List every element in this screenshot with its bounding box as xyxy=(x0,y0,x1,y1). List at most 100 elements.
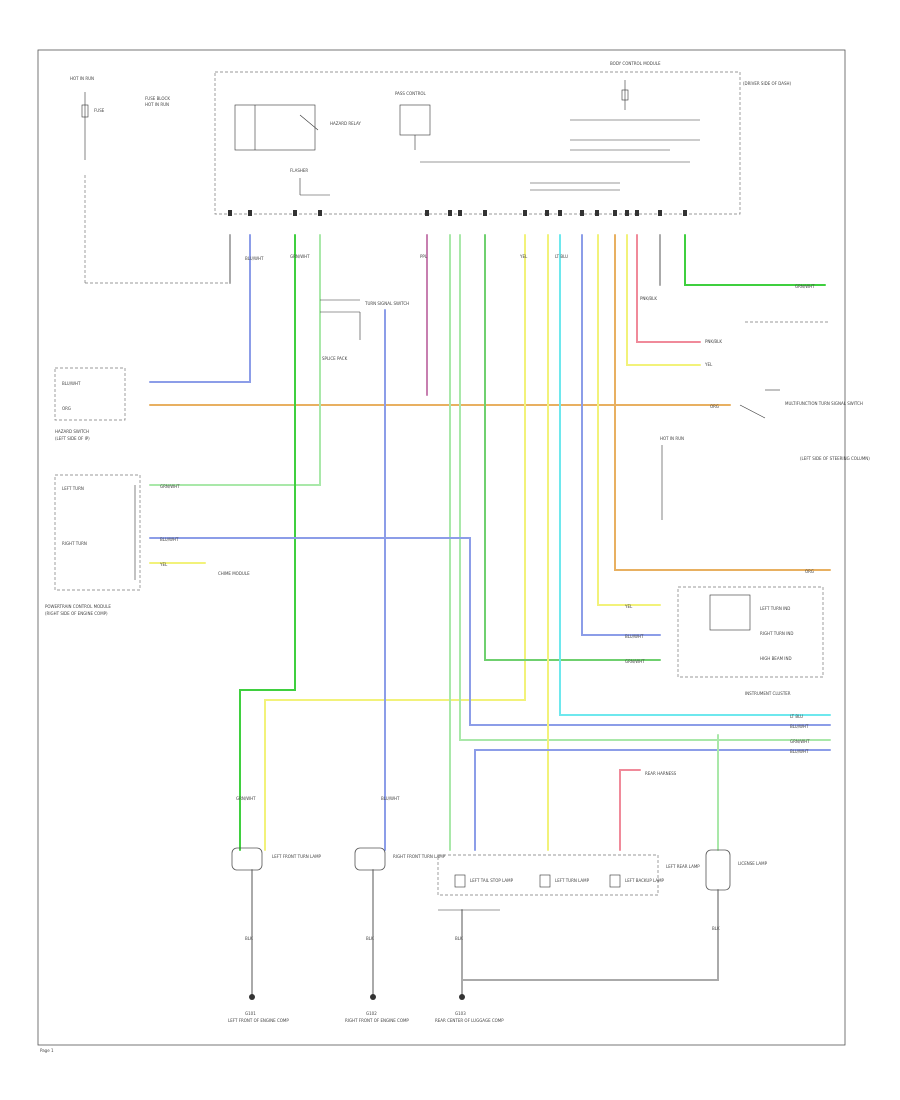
svg-text:BLU/WHT: BLU/WHT xyxy=(625,634,644,639)
wire-blue-hazard xyxy=(149,234,251,383)
wire-blue-left-turn xyxy=(149,537,831,726)
svg-text:SPLICE PACK: SPLICE PACK xyxy=(322,356,348,361)
svg-text:BLU/WHT: BLU/WHT xyxy=(160,537,179,542)
svg-text:LEFT TURN: LEFT TURN xyxy=(62,486,84,491)
ground-g101: G101 LEFT FRONT OF ENGINE COMP xyxy=(228,994,289,1023)
wire-yellow-switch xyxy=(626,234,701,366)
svg-text:HOT IN RUN: HOT IN RUN xyxy=(660,436,684,441)
svg-text:LEFT REAR LAMP: LEFT REAR LAMP xyxy=(666,864,700,869)
svg-text:LEFT BACKUP LAMP: LEFT BACKUP LAMP xyxy=(625,878,665,883)
hazard-relay-label: HAZARD RELAY xyxy=(330,121,361,126)
svg-text:YEL: YEL xyxy=(159,562,168,567)
hazard-switch-sub: (LEFT SIDE OF IP) xyxy=(55,436,90,441)
left-front-turn-lamp: LEFT FRONT TURN LAMP xyxy=(231,847,322,871)
wire-pink xyxy=(636,234,701,343)
svg-text:YEL: YEL xyxy=(519,254,528,259)
svg-text:FUSE BLOCK: FUSE BLOCK xyxy=(145,96,170,101)
svg-text:LT BLU: LT BLU xyxy=(790,714,803,719)
svg-text:RIGHT TURN: RIGHT TURN xyxy=(62,541,87,546)
svg-text:ORG: ORG xyxy=(62,406,71,411)
svg-text:PNK/BLK: PNK/BLK xyxy=(640,296,657,301)
svg-text:GRN/WHT: GRN/WHT xyxy=(160,484,180,489)
svg-text:YEL: YEL xyxy=(624,604,633,609)
multifunction-label: MULTIFUNCTION TURN SIGNAL SWITCH xyxy=(785,401,863,406)
hot-in-run-label: HOT IN RUN xyxy=(70,76,94,81)
wire-yellow-lf xyxy=(264,234,526,851)
svg-text:PPL: PPL xyxy=(420,254,428,259)
license-lamp: LICENSE LAMP xyxy=(705,849,768,891)
instrument-cluster-label: INSTRUMENT CLUSTER xyxy=(745,691,791,696)
powertrain-sub: (RIGHT SIDE OF ENGINE COMP) xyxy=(45,611,108,616)
sensor-title: PASS CONTROL xyxy=(395,91,427,96)
multifunction-switch-box: LEFT TURN RIGHT TURN POWERTRAIN CONTROL … xyxy=(45,474,250,616)
ground-g102: G102 RIGHT FRONT OF ENGINE COMP xyxy=(345,994,409,1023)
svg-text:BLU/WHT: BLU/WHT xyxy=(790,724,809,729)
svg-text:LEFT TAIL STOP LAMP: LEFT TAIL STOP LAMP xyxy=(470,878,514,883)
bcm-sub: (DRIVER SIDE OF DASH) xyxy=(743,81,792,86)
wire-pink-lr xyxy=(619,769,641,851)
svg-text:BLK: BLK xyxy=(245,936,253,941)
flasher-label: FLASHER xyxy=(290,168,308,173)
right-front-turn-lamp: RIGHT FRONT TURN LAMP xyxy=(354,847,446,871)
svg-text:YEL: YEL xyxy=(704,362,713,367)
svg-text:ORG: ORG xyxy=(710,404,719,409)
wire-green-lf xyxy=(239,234,296,851)
svg-text:ORG: ORG xyxy=(805,569,814,574)
wire-black-license xyxy=(461,889,719,981)
bcm-connector-pins xyxy=(228,210,687,216)
svg-text:GRN/WHT: GRN/WHT xyxy=(236,796,256,801)
svg-text:BLK: BLK xyxy=(366,936,374,941)
wire-lightgreen-2 xyxy=(459,234,831,741)
svg-text:G101: G101 xyxy=(245,1011,256,1016)
multifunction-sub: (LEFT SIDE OF STEERING COLUMN) xyxy=(800,456,870,461)
svg-text:LEFT FRONT TURN LAMP: LEFT FRONT TURN LAMP xyxy=(272,854,322,859)
svg-text:BLU/WHT: BLU/WHT xyxy=(381,796,400,801)
fuse-hot-in-run: HOT IN RUN FUSE xyxy=(70,76,230,284)
wire-orange-right xyxy=(614,234,831,571)
svg-text:BLK: BLK xyxy=(455,936,463,941)
svg-text:BLU/WHT: BLU/WHT xyxy=(245,256,264,261)
wire-green-cluster xyxy=(484,234,661,661)
body-control-module: BODY CONTROL MODULE (DRIVER SIDE OF DASH… xyxy=(214,61,792,216)
svg-text:LEFT FRONT OF ENGINE COMP: LEFT FRONT OF ENGINE COMP xyxy=(228,1018,289,1023)
svg-text:G102: G102 xyxy=(366,1011,377,1016)
svg-text:REAR CENTER OF LUGGAGE COMP: REAR CENTER OF LUGGAGE COMP xyxy=(435,1018,504,1023)
wire-green-turn xyxy=(149,234,321,486)
wire-blue-right xyxy=(581,234,661,636)
svg-text:BLU/WHT: BLU/WHT xyxy=(790,749,809,754)
svg-text:LT BLU: LT BLU xyxy=(555,254,568,259)
powertrain-label: POWERTRAIN CONTROL MODULE xyxy=(45,604,111,609)
svg-text:BLU/WHT: BLU/WHT xyxy=(62,381,81,386)
svg-text:LEFT TURN IND: LEFT TURN IND xyxy=(760,606,790,611)
chime-label: CHIME MODULE xyxy=(218,571,250,576)
fuse-block-note: FUSE BLOCK HOT IN RUN xyxy=(145,96,170,107)
wire-green-right xyxy=(684,234,826,286)
svg-text:HOT IN RUN: HOT IN RUN xyxy=(145,102,169,107)
ground-g103: G103 REAR CENTER OF LUGGAGE COMP xyxy=(435,994,504,1023)
svg-text:HIGH BEAM IND: HIGH BEAM IND xyxy=(760,656,792,661)
hazard-switch-box: HAZARD SWITCH (LEFT SIDE OF IP) BLU/WHT … xyxy=(54,367,126,441)
svg-text:BLK: BLK xyxy=(712,926,720,931)
svg-text:RIGHT FRONT TURN LAMP: RIGHT FRONT TURN LAMP xyxy=(393,854,446,859)
svg-text:GRN/WHT: GRN/WHT xyxy=(625,659,645,664)
svg-text:GRN/WHT: GRN/WHT xyxy=(790,739,810,744)
svg-text:LICENSE LAMP: LICENSE LAMP xyxy=(738,861,768,866)
wire-tags: GRN/WHT BLU/WHT PPL YEL LT BLU PNK/BLK G… xyxy=(159,254,815,941)
svg-text:RIGHT FRONT OF ENGINE COMP: RIGHT FRONT OF ENGINE COMP xyxy=(345,1018,409,1023)
page-number: Page 1 xyxy=(40,1048,54,1053)
wire-cyan xyxy=(559,234,831,716)
svg-text:GRN/WHT: GRN/WHT xyxy=(795,284,815,289)
svg-text:RIGHT TURN IND: RIGHT TURN IND xyxy=(760,631,793,636)
svg-text:PNK/BLK: PNK/BLK xyxy=(705,339,722,344)
multifunction-right-switch: MULTIFUNCTION TURN SIGNAL SWITCH HOT IN … xyxy=(660,321,870,520)
hazard-switch-label: HAZARD SWITCH xyxy=(55,429,89,434)
wire-blue-bottom xyxy=(474,749,831,851)
svg-text:G103: G103 xyxy=(455,1011,466,1016)
switch-label: TURN SIGNAL SWITCH xyxy=(364,301,409,306)
left-rear-lamp-assembly: LEFT TAIL STOP LAMP LEFT TURN LAMP LEFT … xyxy=(437,854,700,911)
diagram-frame xyxy=(37,49,846,1046)
fuse-label: FUSE xyxy=(94,108,105,113)
wire-yellow-cluster xyxy=(597,234,661,606)
svg-text:LEFT TURN LAMP: LEFT TURN LAMP xyxy=(555,878,590,883)
